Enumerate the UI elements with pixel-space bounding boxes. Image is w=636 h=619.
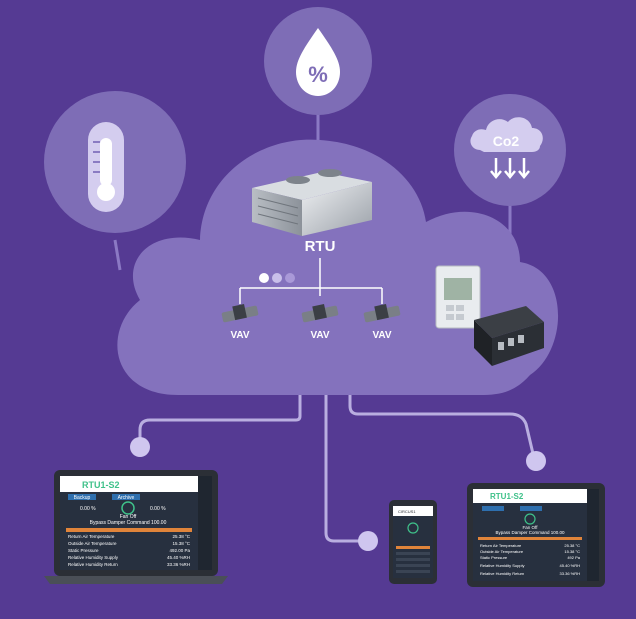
vav-label: VAV: [372, 330, 391, 341]
laptop-row-label: Relative Humidity Supply: [68, 555, 119, 560]
co2-symbol: Co2: [493, 133, 520, 149]
laptop-status: 0.00 %: [150, 506, 166, 512]
tablet-row-value: 33.36 %RH: [560, 571, 581, 576]
tablet-row-label: Relative Humidity Supply: [480, 563, 524, 568]
tablet-row-label: Return Air Temperature: [480, 543, 522, 548]
laptop-row-value: 33.36 %RH: [167, 562, 190, 567]
vav-unit: VAV: [221, 303, 259, 341]
humidity-symbol: %: [308, 62, 328, 87]
humidity-drop-icon: %: [296, 28, 340, 96]
connector-node: [130, 437, 150, 457]
loading-dots: [259, 273, 295, 283]
laptop-row-value: 25.38 °C: [172, 534, 190, 539]
connector-node: [358, 531, 378, 551]
tablet-row-value: 15.38 °C: [564, 549, 580, 554]
tablet-row-value: 25.38 °C: [564, 543, 580, 548]
laptop-row-value: 15.38 °C: [172, 541, 190, 546]
humidity-sensor-bubble: %: [264, 7, 372, 115]
tablet-row-value: 45.40 %RH: [560, 563, 581, 568]
duct-tree: [239, 258, 383, 304]
vav-unit: VAV: [363, 303, 401, 341]
thermometer-icon: [88, 122, 124, 212]
co2-sensor-bubble: Co2: [454, 94, 566, 206]
tablet-row-value: 492 Pa: [567, 555, 580, 560]
tablet-command: Bypass Damper Command 100.00: [495, 530, 565, 535]
tablet-device: RTU1-S2 Fan Off Bypass Damper Command 10…: [467, 483, 605, 587]
laptop-status: 0.00 %: [80, 506, 96, 512]
laptop-row-label: Return Air Temperature: [68, 534, 115, 539]
laptop-screen-title: RTU1-S2: [82, 480, 120, 490]
laptop-row-label: Static Pressure: [68, 548, 99, 553]
laptop-device: RTU1-S2 Backup Archive 0.00 % 0.00 % Fan…: [44, 470, 228, 584]
vav-label: VAV: [230, 330, 249, 341]
thermostat-device: [435, 265, 481, 329]
device-connectors: [138, 395, 536, 543]
laptop-tab[interactable]: Backup: [74, 495, 91, 501]
laptop-tab[interactable]: Archive: [118, 495, 135, 501]
laptop-row-value: 492.00 Pa: [169, 548, 190, 553]
tablet-row-label: Relative Humidity Return: [480, 571, 524, 576]
laptop-row-label: Outside Air Temperature: [68, 541, 117, 546]
laptop-mode: Fan Off: [120, 514, 137, 520]
co2-cloud-icon: Co2: [470, 117, 543, 179]
rtu-unit: RTU: [252, 169, 372, 255]
laptop-row-label: Relative Humidity Return: [68, 562, 118, 567]
laptop-command: Bypass Damper Command 100.00: [90, 520, 167, 526]
tablet-mode: Fan Off: [523, 525, 539, 530]
vav-label: VAV: [310, 330, 329, 341]
rtu-label: RTU: [305, 238, 336, 255]
connector-node: [526, 451, 546, 471]
laptop-row-value: 45.40 %RH: [167, 555, 190, 560]
phone-device: CIRCUS1: [389, 500, 437, 584]
tablet-row-label: Static Pressure: [480, 555, 508, 560]
controller-device: [474, 306, 544, 366]
phone-screen-title: CIRCUS1: [398, 509, 416, 514]
tablet-row-label: Outside Air Temperature: [480, 549, 524, 554]
tablet-screen-title: RTU1-S2: [490, 492, 524, 501]
vav-unit: VAV: [301, 303, 339, 341]
cloud-shape: [117, 139, 559, 395]
temperature-sensor-bubble: [44, 91, 186, 233]
